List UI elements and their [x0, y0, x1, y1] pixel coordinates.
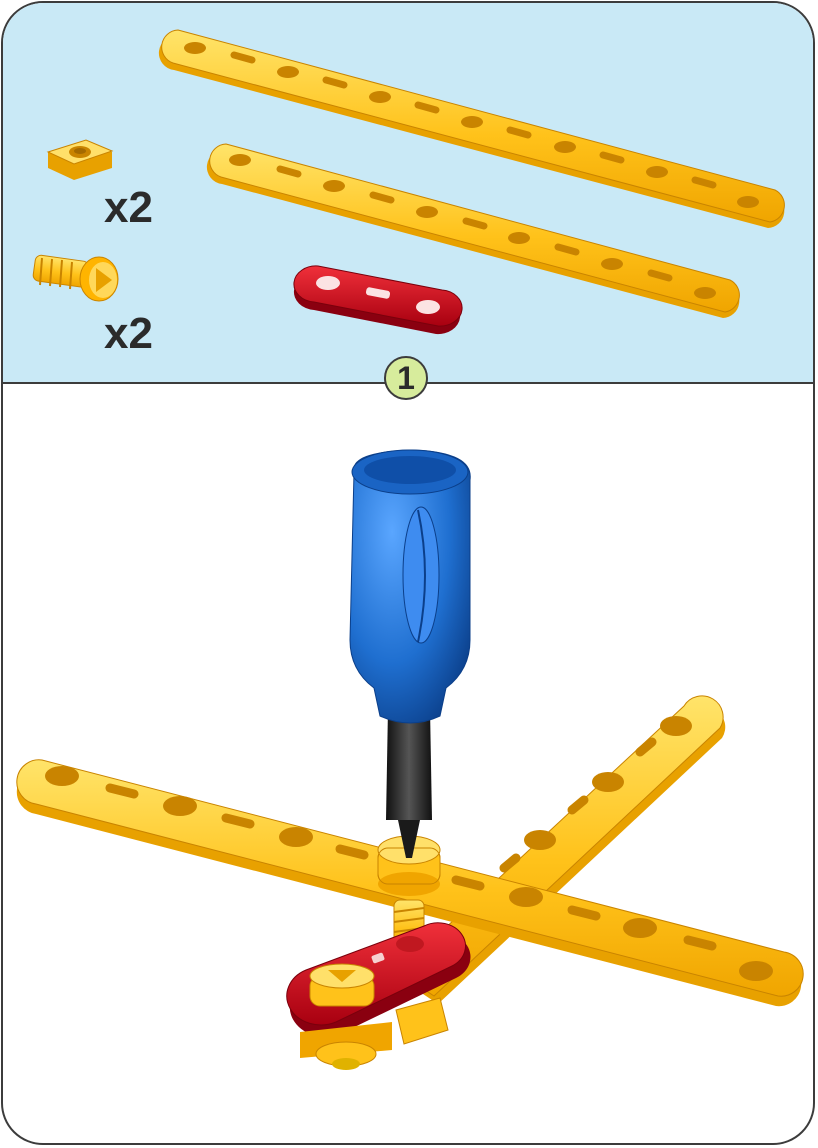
- assembly-bottom-screw-head: [309, 963, 375, 1007]
- square-nut-part: [46, 139, 114, 180]
- step-number-badge: 1: [384, 356, 428, 400]
- screw-quantity-label: x2: [104, 309, 153, 358]
- assembly-screw-head: [377, 835, 441, 896]
- nut-quantity-label: x2: [104, 183, 153, 232]
- long-strip-part: [158, 29, 785, 229]
- screwdriver-tool: [349, 449, 471, 858]
- medium-strip-part: [206, 143, 740, 318]
- red-link-part: [293, 265, 463, 335]
- screw-part: [32, 254, 119, 302]
- assembly-bottom-nut: [300, 997, 449, 1070]
